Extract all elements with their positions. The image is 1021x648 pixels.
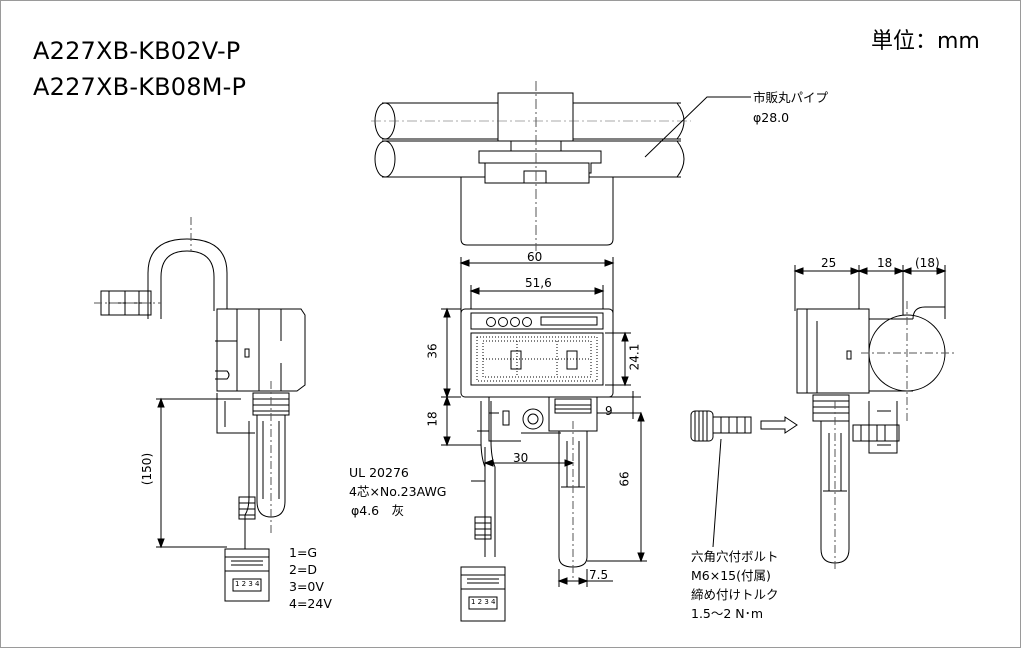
connector-label-left: 1 2 3 4 <box>235 580 260 588</box>
cable-note-cores: 4芯×No.23AWG <box>349 484 447 499</box>
dim-height-18: 18 <box>425 411 440 427</box>
bolt-note-torque-value: 1.5～2 N･m <box>691 606 764 621</box>
front-view <box>441 257 647 622</box>
model-number-1: A227XB-KB02V-P <box>33 37 241 65</box>
pin-3: 3=0V <box>289 579 324 594</box>
dim-side-25: 25 <box>821 256 837 270</box>
dim-height-36: 36 <box>425 343 440 359</box>
right-side-view <box>690 265 957 571</box>
top-view-pipe-clamp <box>371 81 751 251</box>
dim-length-66: 66 <box>617 471 632 487</box>
dim-width-51-6: 51,6 <box>525 276 552 290</box>
pin-4: 4=24V <box>289 596 332 611</box>
dim-offset-9: 9 <box>605 404 613 418</box>
bolt-note-type: 六角穴付ボルト <box>691 549 779 564</box>
pipe-note-diameter: φ28.0 <box>753 110 790 125</box>
cable-note-diameter: φ4.6 灰 <box>351 503 405 518</box>
dim-offset-30: 30 <box>513 451 529 465</box>
left-side-view <box>94 217 306 602</box>
pipe-note-name: 市販丸パイプ <box>753 90 829 105</box>
dim-diameter-7-5: 7.5 <box>589 568 609 582</box>
cable-note-standard: UL 20276 <box>349 465 409 480</box>
dim-width-60: 60 <box>527 250 543 264</box>
unit-label: 単位：mm <box>871 29 980 54</box>
bolt-note-torque-label: 締め付けトルク <box>691 587 779 602</box>
pin-1: 1=G <box>289 545 318 560</box>
dim-cable-150: (150) <box>140 452 155 486</box>
model-number-2: A227XB-KB08M-P <box>33 73 247 101</box>
dim-side-paren-18: (18) <box>915 256 940 270</box>
pin-2: 2=D <box>289 562 318 577</box>
bolt-note-size: M6×15(付属) <box>691 568 771 583</box>
dim-height-24-1: 24.1 <box>627 343 642 371</box>
connector-label-front: 1 2 3 4 <box>471 598 496 606</box>
dim-side-18: 18 <box>877 256 893 270</box>
